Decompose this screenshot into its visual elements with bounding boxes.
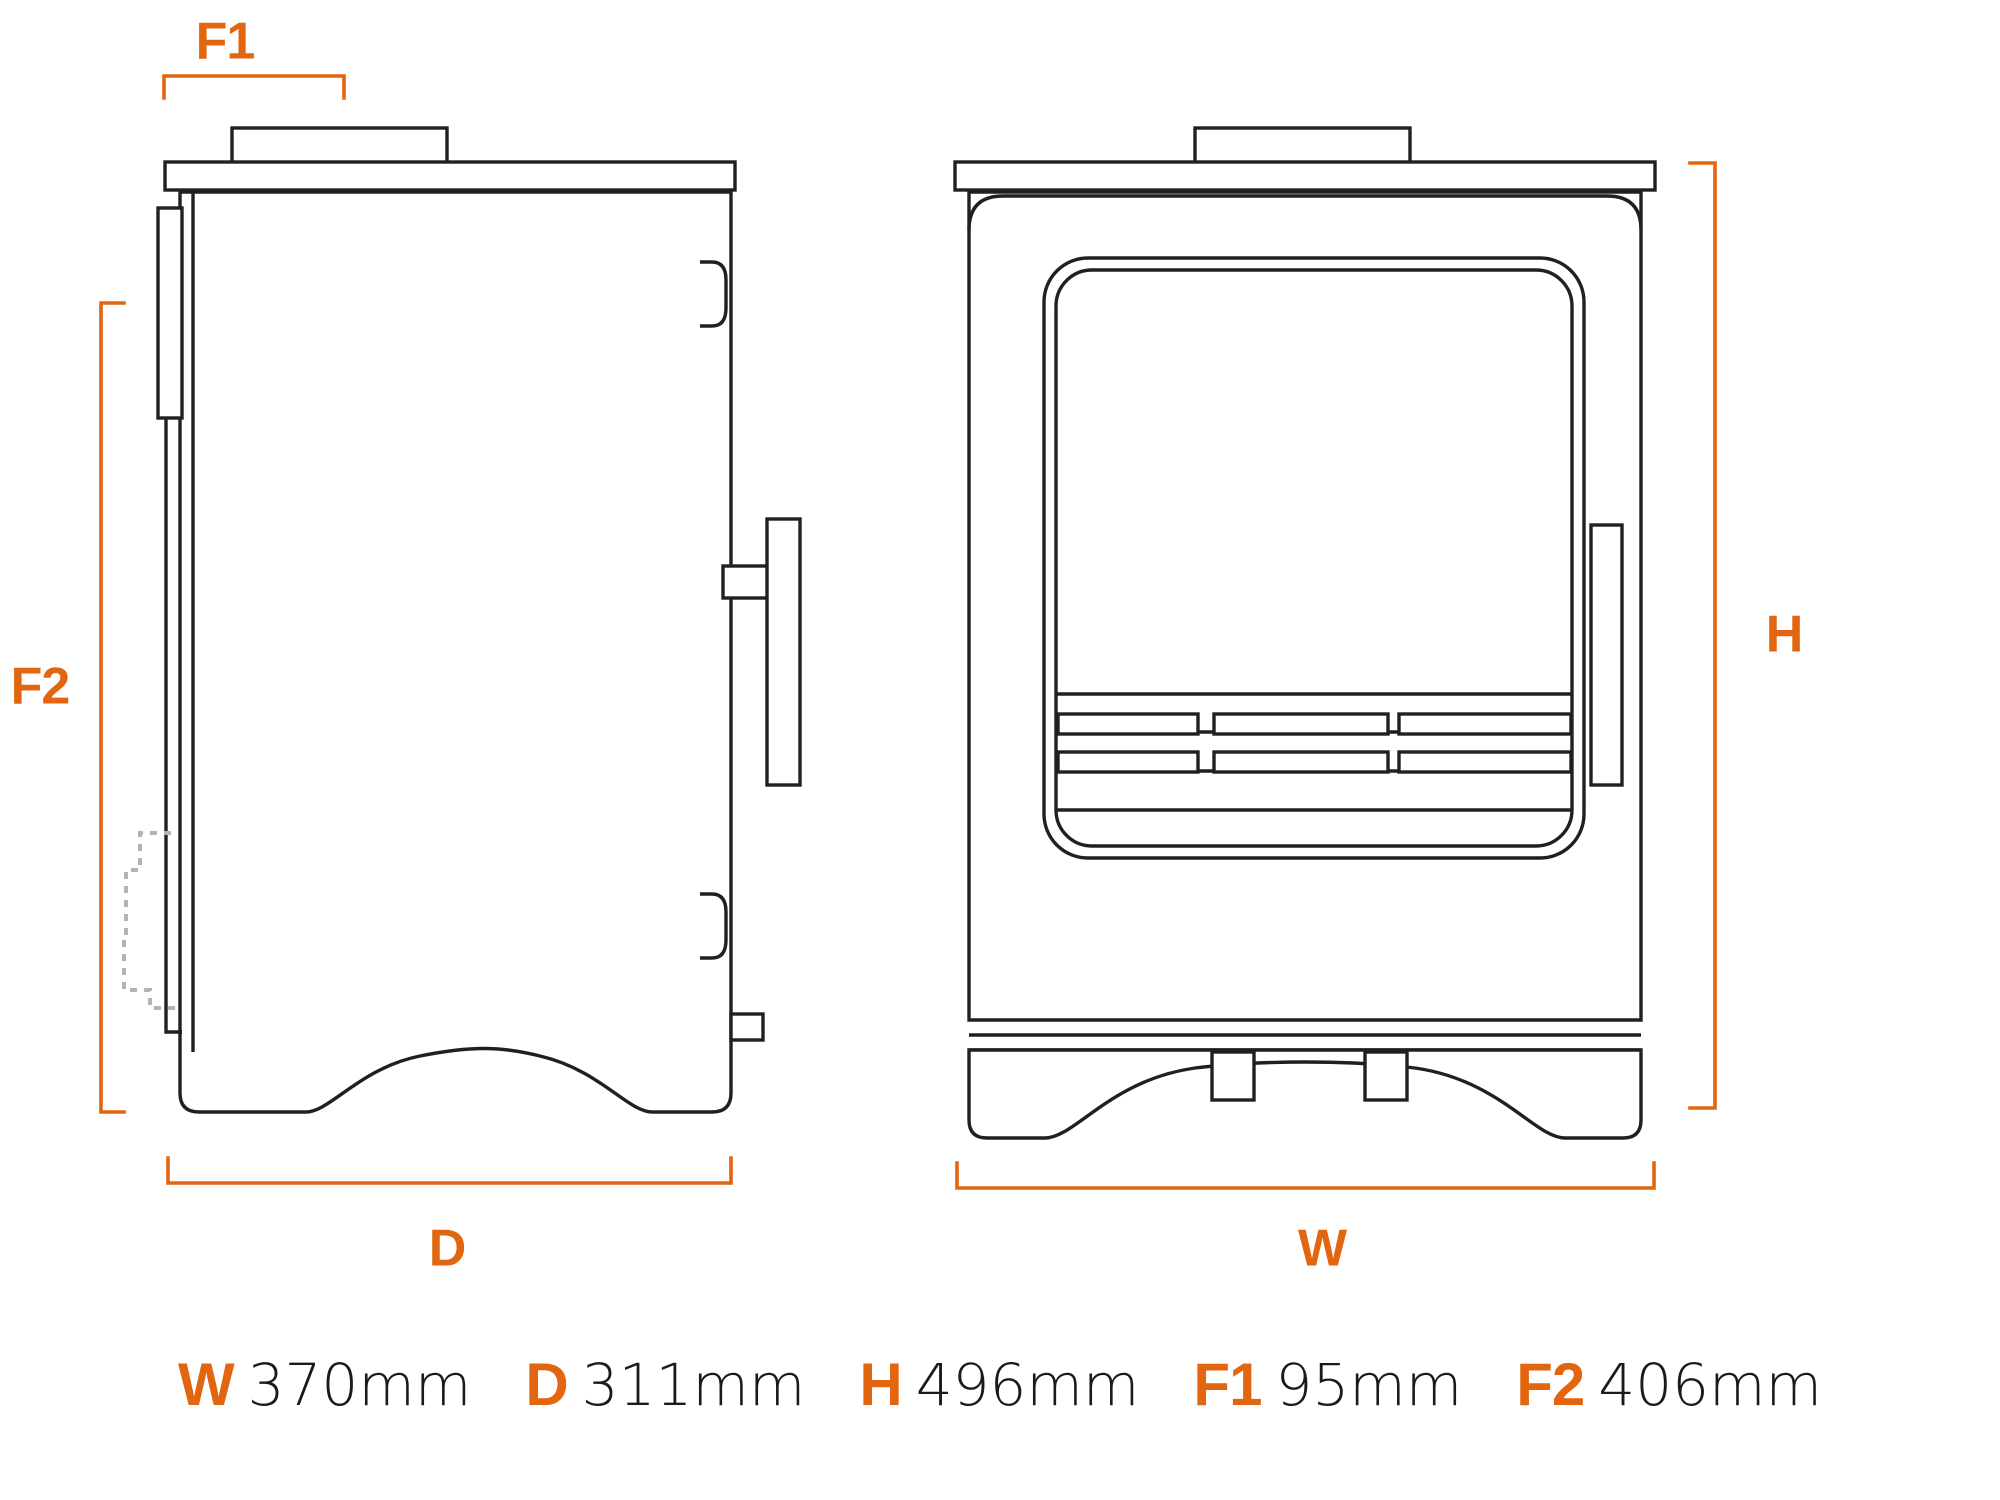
side-hinge-tab-lower [700,892,728,960]
front-body-top-radius [967,194,1643,231]
side-lower-strip [164,418,182,1034]
legend-value-d: 311mm [581,1351,806,1419]
dim-label-d: D [429,1220,466,1278]
legend-item-f1: F1 95mm [1193,1355,1462,1415]
front-foot-right [1363,1050,1409,1102]
front-door-inner-frame [1054,268,1574,848]
side-top-plate [163,160,737,192]
legend-item-d: D 311mm [525,1355,805,1415]
legend-item-f2: F2 406mm [1516,1355,1822,1415]
legend-value-h: 496mm [915,1351,1140,1419]
legend-key-w: W [177,1351,235,1418]
grille-bar-r2c2 [1212,750,1390,774]
grille-bar-r2c1 [1056,750,1200,774]
grille-bar-r1c3 [1397,712,1573,736]
grille-bar-r1c1 [1056,712,1200,736]
bracket-d [166,1156,733,1185]
bracket-h [1688,161,1717,1110]
front-top-plate [953,160,1657,192]
legend-value-f1: 95mm [1275,1351,1463,1419]
grille-bar-r1c2 [1212,712,1390,736]
front-foot-left [1210,1050,1256,1102]
front-base [967,1048,1643,1140]
dim-label-f2: F2 [11,658,70,716]
legend-key-f2: F2 [1516,1351,1585,1418]
dim-label-f1: F1 [196,13,255,71]
bracket-f1 [162,74,346,100]
dimension-labels: F1 F2 D H W [11,13,1804,1278]
dimension-brackets [99,74,1717,1190]
bracket-f2 [99,301,126,1114]
legend-value-w: 370mm [247,1351,472,1419]
side-hinge-tab-upper [700,260,728,328]
side-air-control-hidden [122,831,181,1010]
legend-value-f2: 406mm [1598,1351,1822,1419]
front-grille [1056,692,1573,812]
dimension-legend: W 370mm D 311mm H 496mm F1 95mm F2 406mm [0,1330,2000,1440]
side-body [178,190,733,1114]
side-view [122,126,802,1114]
side-hinge-strip [156,206,184,420]
side-foot-tab [729,1012,765,1042]
front-door-handle [1589,523,1624,787]
legend-key-f1: F1 [1193,1351,1262,1418]
dim-label-w: W [1298,1220,1348,1278]
front-view [953,126,1657,1140]
grille-bar-r2c3 [1397,750,1573,774]
legend-item-w: W 370mm [178,1355,471,1415]
dim-label-h: H [1766,606,1803,664]
legend-key-h: H [859,1351,902,1418]
bracket-w [955,1161,1656,1190]
side-handle-bar [765,517,802,787]
legend-item-h: H 496mm [859,1355,1139,1415]
legend-key-d: D [525,1351,568,1418]
